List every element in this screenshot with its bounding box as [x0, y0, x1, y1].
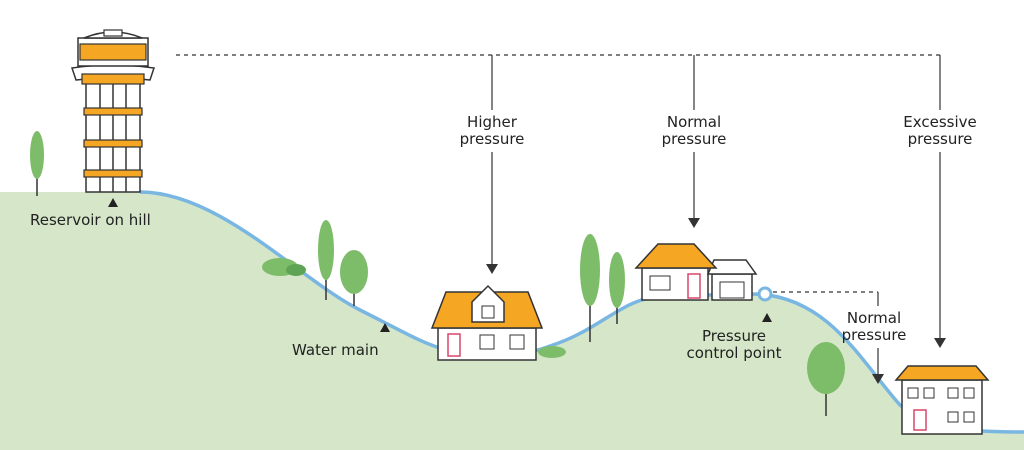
water-main-label: Water main [292, 341, 379, 359]
tree-1 [30, 131, 44, 196]
water-tower [71, 29, 155, 193]
hill-terrain [0, 192, 1024, 450]
tree-6 [807, 342, 845, 416]
reservoir-label: Reservoir on hill [30, 211, 151, 229]
water-main-pointer [380, 323, 390, 332]
house-bottom [894, 365, 990, 435]
pressure-control-pointer [762, 313, 772, 322]
tree-5 [609, 252, 625, 324]
tree-4 [580, 234, 600, 342]
house-normal-pressure [634, 243, 758, 301]
pressure-reference-lines [176, 54, 941, 374]
bush-1 [262, 258, 306, 276]
house-higher-pressure [430, 284, 544, 361]
bush-2 [538, 346, 566, 358]
tree-3 [340, 250, 368, 306]
arrowheads [486, 218, 946, 384]
pressure-control-valve [757, 286, 773, 302]
tree-2 [318, 220, 334, 300]
reservoir-pointer [108, 198, 118, 207]
